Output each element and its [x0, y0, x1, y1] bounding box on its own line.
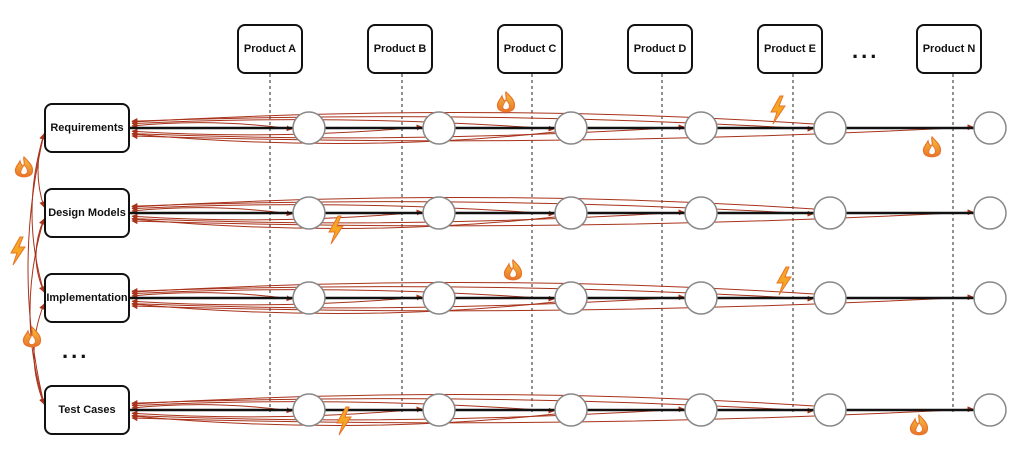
- lightning-icon: [770, 95, 786, 125]
- vertical-trace-link: [29, 218, 46, 405]
- trace-link: [131, 301, 556, 315]
- version-node: [554, 393, 588, 427]
- fire-core: [502, 99, 510, 110]
- version-node: [813, 196, 847, 230]
- version-node: [292, 196, 326, 230]
- product-n-box: Product N: [916, 24, 982, 74]
- version-node: [292, 281, 326, 315]
- fire-icon: [922, 135, 942, 158]
- lightning-icon: [10, 236, 26, 266]
- lightning-icon: [336, 406, 352, 436]
- version-node: [813, 111, 847, 145]
- product-c-box: Product C: [497, 24, 563, 74]
- version-node: [813, 281, 847, 315]
- version-node: [554, 111, 588, 145]
- fire-icon: [496, 90, 516, 113]
- version-node: [684, 111, 718, 145]
- design-models-box: Design Models: [44, 188, 130, 238]
- requirements-box: Requirements: [44, 103, 130, 153]
- fire-core: [509, 267, 517, 278]
- lightning-bolt: [776, 266, 792, 296]
- fire-core: [915, 422, 923, 433]
- version-node: [422, 281, 456, 315]
- version-node: [292, 111, 326, 145]
- trace-link: [131, 209, 974, 227]
- version-node: [684, 196, 718, 230]
- vertical-trace-link: [27, 133, 46, 405]
- lightning-bolt: [10, 236, 26, 266]
- fire-icon: [14, 155, 34, 178]
- artifacts-ellipsis: ...: [62, 338, 90, 363]
- product-a-box: Product A: [237, 24, 303, 74]
- product-b-box: Product B: [367, 24, 433, 74]
- vertical-trace-link: [33, 303, 45, 405]
- trace-link: [131, 281, 815, 295]
- version-node: [973, 111, 1007, 145]
- version-node: [684, 393, 718, 427]
- fire-icon: [503, 258, 523, 281]
- fire-core: [20, 164, 28, 175]
- version-node: [554, 196, 588, 230]
- lightning-icon: [328, 215, 344, 245]
- artifact-timelines: [130, 126, 976, 412]
- version-node: [422, 393, 456, 427]
- trace-link: [131, 131, 556, 145]
- version-node: [422, 111, 456, 145]
- fire-core: [928, 144, 936, 155]
- trace-link: [131, 406, 974, 424]
- version-node: [422, 196, 456, 230]
- test-cases-box: Test Cases: [44, 385, 130, 435]
- version-node: [554, 281, 588, 315]
- fire-core: [28, 334, 36, 345]
- fire-icon: [909, 413, 929, 436]
- fire-icon: [22, 325, 42, 348]
- trace-link: [131, 196, 815, 210]
- trace-link: [131, 413, 556, 427]
- trace-link: [131, 294, 974, 312]
- version-node: [813, 393, 847, 427]
- lightning-bolt: [328, 215, 344, 245]
- version-node: [684, 281, 718, 315]
- version-node: [292, 393, 326, 427]
- product-e-box: Product E: [757, 24, 823, 74]
- lightning-bolt: [336, 406, 352, 436]
- trace-links: [27, 111, 974, 427]
- version-node: [973, 393, 1007, 427]
- version-node: [973, 196, 1007, 230]
- lightning-bolt: [770, 95, 786, 125]
- trace-link: [131, 124, 974, 142]
- product-guide-lines: [269, 74, 954, 412]
- version-nodes: [292, 111, 1007, 427]
- products-ellipsis: ...: [852, 38, 880, 63]
- version-node: [973, 281, 1007, 315]
- lightning-icon: [776, 266, 792, 296]
- issue-icons: [10, 90, 942, 436]
- product-d-box: Product D: [627, 24, 693, 74]
- vertical-trace-link: [35, 218, 45, 293]
- trace-link: [131, 111, 815, 125]
- trace-link: [131, 216, 556, 230]
- vertical-trace-link: [31, 133, 46, 293]
- trace-link: [131, 393, 815, 407]
- implementation-box: Implementation: [44, 273, 130, 323]
